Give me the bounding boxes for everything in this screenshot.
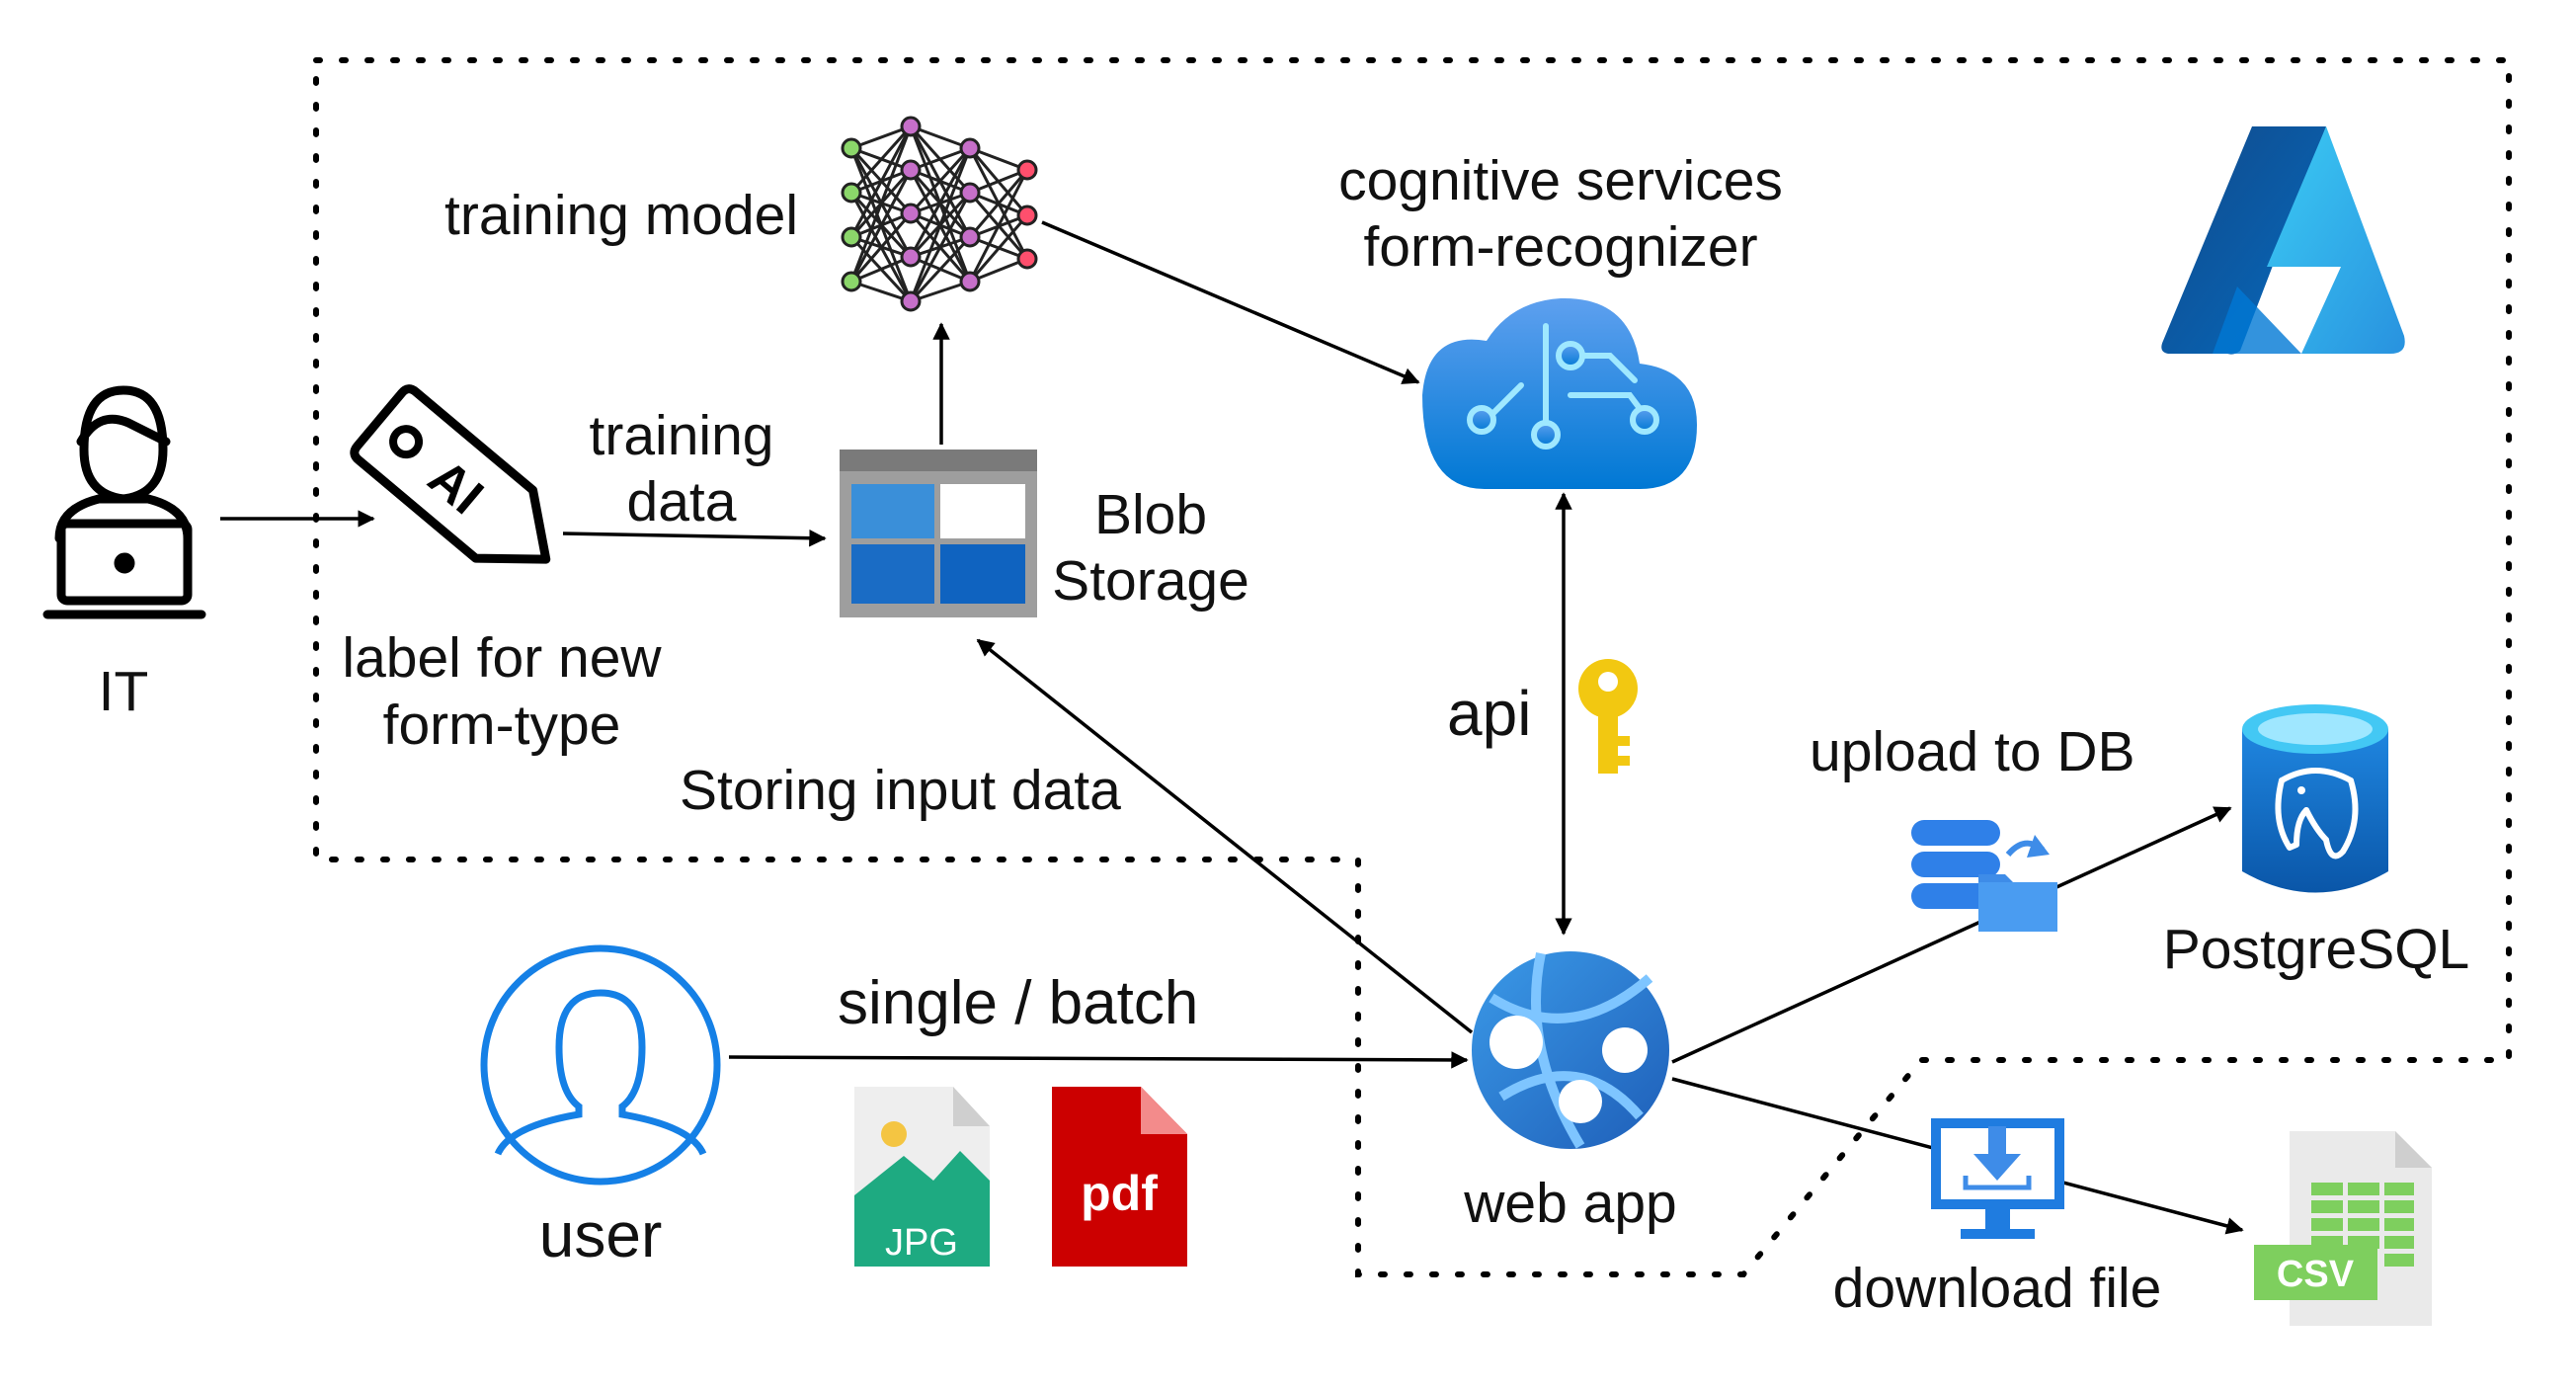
person-laptop-icon — [42, 385, 206, 619]
pdf-file-icon: pdf — [1052, 1087, 1187, 1267]
arrow-webapp-to-postgres — [1671, 806, 2232, 1064]
it-label: IT — [98, 660, 149, 723]
training-data-label-line2: data — [626, 470, 737, 533]
download-label: download file — [1832, 1257, 2162, 1320]
blob-label-line1: Blob — [1093, 483, 1208, 546]
brain-cloud-icon — [1422, 297, 1697, 489]
nn-node — [841, 271, 862, 292]
nn-node — [959, 226, 981, 248]
tag-label-line1: label for new — [342, 626, 662, 690]
web-app-label: web app — [1464, 1172, 1677, 1235]
blob-label-line2: Storage — [1052, 549, 1249, 613]
nn-node — [1016, 159, 1038, 181]
storing-input-label: Storing input data — [680, 759, 1121, 822]
upload-label: upload to DB — [1810, 720, 2135, 783]
recognizer-label-line2: form-recognizer — [1363, 215, 1758, 279]
blob-storage-icon — [840, 450, 1037, 617]
single-batch-label: single / batch — [838, 969, 1199, 1037]
tag-label-line2: form-type — [382, 694, 621, 757]
svg-text:pdf: pdf — [1081, 1166, 1158, 1221]
csv-file-icon: CSV — [2254, 1131, 2432, 1326]
training-data-label-line1: training — [589, 404, 774, 467]
nn-node — [841, 226, 862, 248]
azure-boundary — [313, 57, 2512, 1277]
training-model-label: training model — [444, 184, 799, 247]
arrow-webapp-to-blob — [976, 638, 1474, 1034]
postgresql-label: PostgreSQL — [2162, 918, 2470, 981]
neural-network-icon — [841, 116, 1038, 312]
nn-node — [900, 290, 922, 312]
arrow-user-to-webapp — [728, 1051, 1469, 1069]
arrow-model-to-recognizer — [1041, 220, 1420, 384]
nn-node — [1016, 205, 1038, 226]
nn-node — [1016, 248, 1038, 270]
nn-node — [959, 182, 981, 204]
database-upload-icon — [1911, 820, 2057, 932]
arrow-tag-to-blob — [562, 529, 827, 547]
jpg-file-icon: JPG — [854, 1087, 990, 1267]
connectors — [220, 220, 2244, 1235]
nn-node — [900, 159, 922, 181]
postgresql-cylinder-icon — [2242, 704, 2388, 893]
nn-node — [900, 203, 922, 224]
svg-text:CSV: CSV — [2277, 1254, 2355, 1295]
recognizer-label-line1: cognitive services — [1338, 149, 1783, 212]
nn-node — [900, 116, 922, 137]
azure-logo-icon — [2161, 126, 2405, 355]
key-icon — [1578, 659, 1638, 774]
svg-text:JPG: JPG — [885, 1222, 958, 1264]
user-circle-icon — [480, 944, 721, 1186]
user-label: user — [538, 1199, 663, 1270]
web-app-globe-icon — [1472, 951, 1669, 1149]
nn-node — [959, 271, 981, 292]
nn-node — [841, 137, 862, 159]
nn-node — [959, 137, 981, 159]
api-label: api — [1447, 678, 1532, 749]
nn-node — [900, 246, 922, 268]
nn-node — [841, 182, 862, 204]
ai-tag-icon: AI — [350, 384, 551, 564]
download-monitor-icon — [1931, 1118, 2064, 1239]
